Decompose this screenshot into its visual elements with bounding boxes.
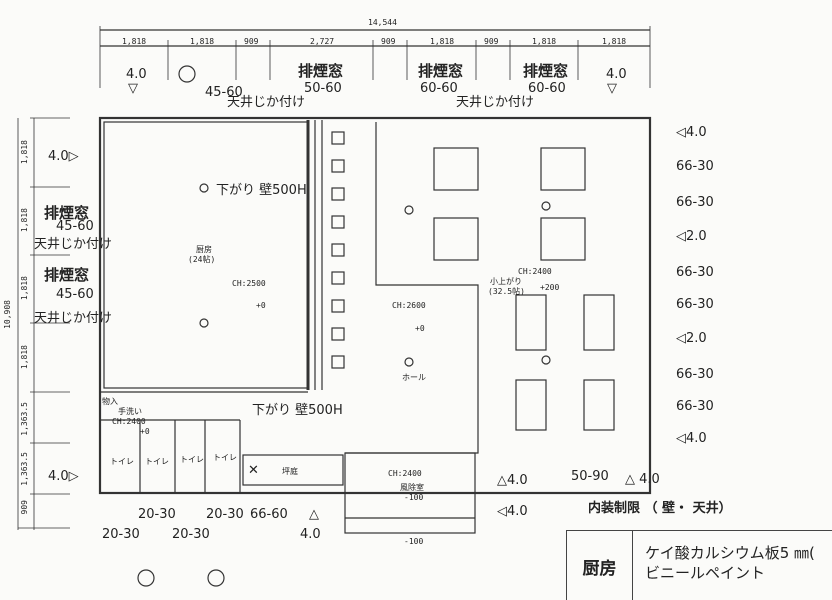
fan-size: 20-30 <box>102 527 140 542</box>
storage-ceiling-height: CH:2400 <box>112 417 146 426</box>
window-size: 45-60 <box>56 287 94 302</box>
hall-name: ホール <box>402 373 426 382</box>
level-triangle-icon: ▽ <box>607 81 617 96</box>
legend-title: 内装制限 （ 壁・ 天井） <box>588 501 732 516</box>
level-label: 4.0 <box>126 67 147 82</box>
window-size: 45-60 <box>56 219 94 234</box>
fan-size: 66-60 <box>250 507 288 522</box>
smoke-window-label: 排煙窓 <box>44 204 90 222</box>
ceiling-mount-label: 天井じか付け <box>34 237 113 252</box>
drop-wall-label: 下がり 壁500H <box>216 183 307 198</box>
hall-ceiling-height: CH:2600 <box>392 301 426 310</box>
dim-left: 1,818 <box>20 345 29 370</box>
kitchen-name: 厨房 <box>196 245 212 254</box>
fan-size: 45-60 <box>205 85 243 100</box>
dim-7: 909 <box>484 37 499 46</box>
smoke-window-label: 排煙窓 <box>418 62 464 80</box>
level-label: 4.0▷ <box>48 469 79 484</box>
level-label: ◁4.0 <box>497 504 528 519</box>
dim-left: 909 <box>20 500 29 515</box>
ceiling-mount-label: 天井じか付け <box>34 311 113 326</box>
ceiling-mount-label: 天井じか付け <box>227 95 306 110</box>
level-label: 4.0 <box>606 67 627 82</box>
kitchen-level: +0 <box>256 301 266 310</box>
level-label: 4.0▷ <box>48 149 79 164</box>
fan-size: 20-30 <box>172 527 210 542</box>
window-size: 50-60 <box>304 81 342 96</box>
legend-line: ケイ酸カルシウム板5 ㎜( <box>645 544 815 562</box>
toilet-label: トイレ <box>180 455 204 464</box>
finish-legend: 厨房 ケイ酸カルシウム板5 ㎜( ビニールペイント <box>566 530 832 600</box>
dim-5: 909 <box>381 37 396 46</box>
level-label: △ 4.0 <box>625 472 660 487</box>
vent-size: 50-90 <box>571 469 609 484</box>
level-triangle-icon: ▽ <box>128 81 138 96</box>
legend-room: 厨房 <box>567 531 633 600</box>
level-label: △4.0 <box>497 473 528 488</box>
dim-4: 2,727 <box>310 37 335 46</box>
toilet-label: トイレ <box>213 453 237 462</box>
right-label: ◁4.0 <box>676 125 707 140</box>
ceiling-mount-label: 天井じか付け <box>456 95 535 110</box>
right-label: 66-30 <box>676 297 714 312</box>
right-label: 66-30 <box>676 367 714 382</box>
dim-2: 1,818 <box>190 37 215 46</box>
dim-3: 909 <box>244 37 259 46</box>
raised-area: (32.5帖) <box>488 287 525 296</box>
dim-left: 1,818 <box>20 208 29 233</box>
fan-size: 20-30 <box>206 507 244 522</box>
drop-wall-label: 下がり 壁500H <box>252 403 343 418</box>
tables <box>433 147 615 431</box>
toilet-label: トイレ <box>110 457 134 466</box>
window-size: 60-60 <box>528 81 566 96</box>
dim-8: 1,818 <box>532 37 557 46</box>
kitchen-area: (24帖) <box>188 255 216 264</box>
dim-left: 1,363.5 <box>20 402 29 436</box>
bar-stools <box>331 131 345 369</box>
smoke-detectors <box>199 183 551 367</box>
legend-finish: ケイ酸カルシウム板5 ㎜( ビニールペイント <box>645 543 815 583</box>
fan-size: 20-30 <box>138 507 176 522</box>
raised-name: 小上がり <box>490 277 522 286</box>
step-level: -100 <box>404 537 424 546</box>
storage-level: +0 <box>140 427 150 436</box>
smoke-window-label: 排煙窓 <box>523 62 569 80</box>
toilet-label: トイレ <box>145 457 169 466</box>
dim-left: 1,363.5 <box>20 452 29 486</box>
legend-line: ビニールペイント <box>645 564 766 582</box>
raised-ceiling-height: CH:2400 <box>518 267 552 276</box>
right-label: 66-30 <box>676 399 714 414</box>
right-label: 66-30 <box>676 265 714 280</box>
level-triangle-icon: △ <box>309 507 319 522</box>
right-label: 66-30 <box>676 159 714 174</box>
dim-left: 1,818 <box>20 140 29 165</box>
dim-6: 1,818 <box>430 37 455 46</box>
right-label: ◁2.0 <box>676 229 707 244</box>
dim-left: 1,818 <box>20 276 29 301</box>
right-label: ◁2.0 <box>676 331 707 346</box>
vestibule-name: 風除室 <box>400 483 424 492</box>
sink-label: 手洗い <box>118 407 142 416</box>
garden-name: 坪庭 <box>282 467 298 476</box>
smoke-window-label: 排煙窓 <box>44 266 90 284</box>
hall-level: +0 <box>415 324 425 333</box>
kitchen-ceiling-height: CH:2500 <box>232 279 266 288</box>
raised-level: +200 <box>540 283 560 292</box>
garden-plant-icon: ✕ <box>248 463 259 478</box>
vestibule-level: -100 <box>404 493 424 502</box>
dim-1: 1,818 <box>122 37 147 46</box>
smoke-window-label: 排煙窓 <box>298 62 344 80</box>
storage-name: 物入 <box>102 397 118 406</box>
level-label: 4.0 <box>300 527 321 542</box>
vestibule-ceiling-height: CH:2400 <box>388 469 422 478</box>
fan-icons <box>137 65 225 587</box>
right-label: 66-30 <box>676 195 714 210</box>
window-size: 60-60 <box>420 81 458 96</box>
total-depth: 10,908 <box>3 300 12 329</box>
dim-9: 1,818 <box>602 37 627 46</box>
total-width: 14,544 <box>368 18 397 27</box>
right-label: ◁4.0 <box>676 431 707 446</box>
